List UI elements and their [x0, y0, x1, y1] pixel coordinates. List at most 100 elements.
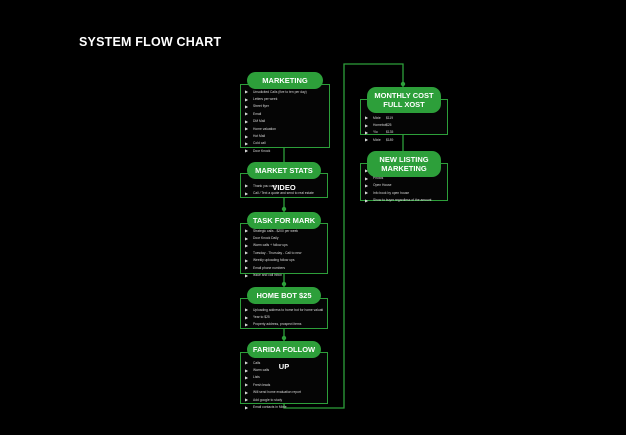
arrow-icon: ▶	[245, 148, 249, 154]
connector-dot	[281, 281, 287, 287]
node-farida-follow-up: FARIDA FOLLOW UP ▶Calls▶Warm calls▶Lists…	[240, 341, 328, 410]
monthly-cost-item-list: ▶Mixie$119▶Homebot$25▶Ylo$135▶Mixie$189	[365, 114, 443, 144]
node-task-for-mark-label: TASK FOR MARK	[247, 212, 321, 229]
list-item-text: Unsolicited Calls (five to ten per day)	[253, 89, 307, 94]
arrow-icon: ▶	[245, 367, 249, 373]
node-new-listing-marketing: NEW LISTING MARKETING ▶Video▶Photos▶Open…	[360, 151, 448, 204]
arrow-icon: ▶	[245, 397, 249, 403]
list-item: ▶Show to buyer regardless of the amount	[365, 197, 443, 204]
list-item-text: Door Knock	[253, 148, 271, 153]
list-item: ▶DM Mail	[245, 118, 325, 125]
list-item-text: Year to $25	[253, 315, 270, 320]
connector-dot	[281, 335, 287, 341]
arrow-icon: ▶	[245, 235, 249, 241]
node-marketing: MARKETING ▶Unsolicited Calls (five to te…	[240, 72, 330, 153]
node-new-listing-marketing-label: NEW LISTING MARKETING	[367, 151, 441, 177]
list-item-text: Hot Mail	[253, 134, 266, 139]
list-item-text: Weekly uploading follow ups	[253, 258, 295, 263]
arrow-icon: ▶	[245, 183, 249, 189]
list-item: ▶ Fresh leads	[245, 381, 323, 388]
list-item-text: Email	[253, 111, 262, 116]
list-item-text: Show to buyer regardless of the amount	[373, 198, 432, 203]
list-item: ▶ Street flyer	[245, 103, 325, 110]
arrow-icon: ▶	[245, 382, 249, 388]
cost-row-amount: $119	[386, 115, 394, 120]
list-item-text: Email contacts in Mixie	[253, 405, 287, 410]
list-item-text: Lists	[253, 375, 260, 380]
arrow-icon: ▶	[245, 360, 249, 366]
list-item-text: Uploading address to home bot for home v…	[253, 307, 323, 312]
node-monthly-cost: MONTHLY COST FULL XOST ▶Mixie$119▶Homebo…	[360, 87, 448, 142]
task-item-list: ▶ Strategic calls - $200 per week ▶ Door Kn…	[245, 227, 323, 279]
arrow-icon: ▶	[245, 321, 249, 327]
arrow-icon: ▶	[245, 111, 249, 117]
list-item: ▶Will send home evaluation report	[245, 389, 323, 396]
list-item-text: Tuesday - Thursday - Call to new	[253, 250, 302, 255]
home-bot-item-list: ▶ Uploading address to home bot for home …	[245, 306, 323, 328]
list-item-text: Issue and call inbox	[253, 273, 282, 278]
list-item: ▶Lists	[245, 374, 323, 381]
list-item-text: Fresh leads	[253, 382, 271, 387]
list-item: ▶Add google to study	[245, 396, 323, 403]
connector-dot	[281, 206, 287, 212]
arrow-icon: ▶	[245, 389, 249, 395]
arrow-icon: ▶	[245, 272, 249, 278]
list-item: ▶ Call / Text a quote and send to real es…	[245, 189, 323, 196]
list-item: ▶ Door Knock	[245, 147, 325, 154]
list-item: ▶Warm calls	[245, 366, 323, 373]
list-item: ▶ Open House	[365, 182, 443, 189]
list-item: ▶Property address, prospect items	[245, 321, 323, 328]
arrow-icon: ▶	[365, 122, 369, 128]
arrow-icon: ▶	[245, 140, 249, 146]
node-marketing-label: MARKETING	[247, 72, 323, 89]
node-farida-follow-up-label: FARIDA FOLLOW UP	[247, 341, 321, 371]
list-item: ▶Thank you card	[245, 182, 323, 189]
list-item: ▶ Photos	[365, 174, 443, 181]
arrow-icon: ▶	[245, 126, 249, 132]
list-item-text: Photos	[373, 176, 384, 181]
arrow-icon: ▶	[245, 307, 249, 313]
list-item: ▶ Uploading address to home bot for home …	[245, 306, 323, 313]
arrow-icon: ▶	[245, 133, 249, 139]
arrow-icon: ▶	[245, 250, 249, 256]
connector-farida-monthly	[283, 63, 404, 409]
node-task-for-mark-body: ▶ Strategic calls - $200 per week ▶ Door Kn…	[240, 223, 328, 278]
cost-row: ▶Mixie$119	[365, 114, 443, 121]
marketing-item-list: ▶Unsolicited Calls (five to ten per day)…	[245, 88, 325, 155]
arrow-icon: ▶	[245, 190, 249, 196]
list-item-text: Letters per week	[253, 97, 278, 102]
cost-row: ▶Homebot$25	[365, 121, 443, 128]
arrow-icon: ▶	[245, 103, 249, 109]
arrow-icon: ▶	[365, 175, 369, 181]
list-item: ▶Unsolicited Calls (five to ten per day)	[245, 88, 325, 95]
list-item: ▶ Issue and call inbox	[245, 271, 323, 278]
list-item-text: Door Knock Daily	[253, 236, 279, 241]
arrow-icon: ▶	[245, 96, 249, 102]
list-item: ▶ Door Knock Daily	[245, 234, 323, 241]
list-item: ▶ Year to $25	[245, 313, 323, 320]
market-stats-item-list: ▶Thank you card▶ Call / Text a quote and …	[245, 182, 323, 197]
arrow-icon: ▶	[365, 182, 369, 188]
arrow-icon: ▶	[245, 314, 249, 320]
list-item-text: Home valuation	[253, 126, 276, 131]
list-item: ▶ Hot Mail	[245, 132, 325, 139]
cost-row-name: Mixie	[373, 115, 381, 120]
list-item-text: Warm calls + follow ups	[253, 243, 288, 248]
arrow-icon: ▶	[245, 242, 249, 248]
arrow-icon: ▶	[365, 168, 373, 173]
list-item: ▶ Weekly uploading follow ups	[245, 257, 323, 264]
list-item: ▶ Calls	[245, 359, 323, 366]
arrow-icon: ▶	[245, 257, 249, 263]
list-item-text: Call / Text a quote and send to real est…	[253, 191, 323, 195]
list-item-text: Street flyer	[253, 104, 269, 109]
list-item: ▶ Letters per week	[245, 95, 325, 102]
list-item: ▶ Tuesday - Thursday - Call to new	[245, 249, 323, 256]
list-item-text: Strategic calls - $200 per week	[253, 228, 299, 233]
list-item-text: DM Mail	[253, 119, 266, 124]
arrow-icon: ▶	[365, 137, 369, 143]
node-home-bot: HOME BOT $25 ▶Uploading address to home …	[240, 287, 328, 329]
list-item-text: Open House	[373, 183, 392, 188]
arrow-icon: ▶	[245, 265, 249, 271]
list-item-text: Calls	[253, 360, 261, 365]
